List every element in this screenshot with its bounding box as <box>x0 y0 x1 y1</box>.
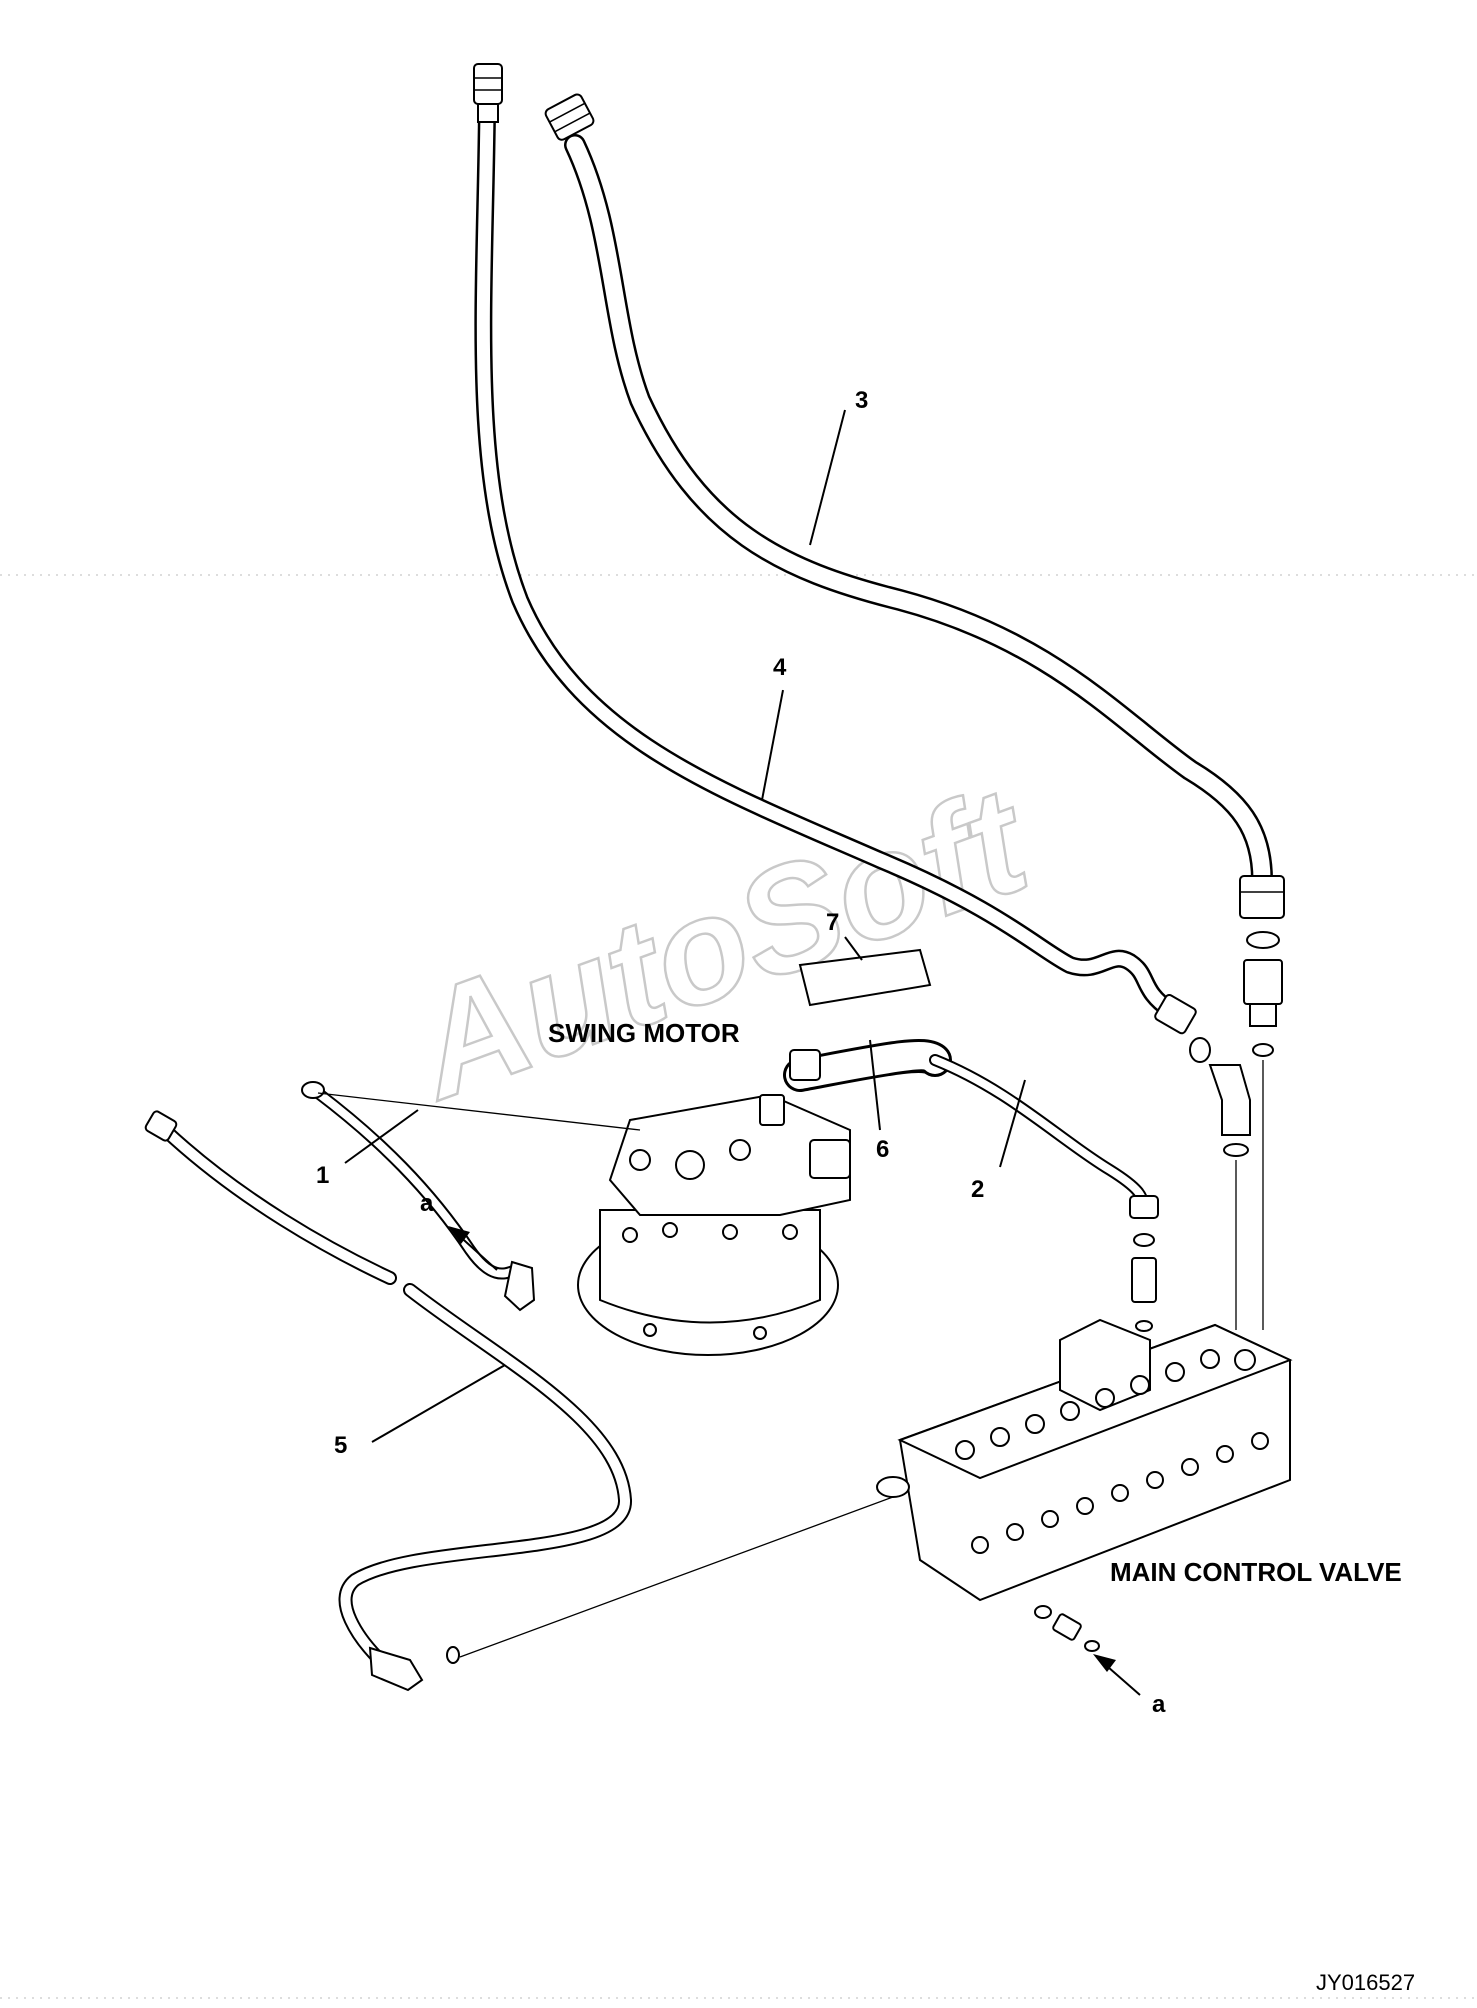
o-ring <box>1084 1640 1100 1652</box>
valve-cap <box>1059 1318 1151 1412</box>
hose-5-elbow <box>368 1646 424 1692</box>
leader-3 <box>809 409 846 546</box>
swing-motor-port <box>629 1149 651 1171</box>
hose-3-nut <box>544 93 595 141</box>
callout-7: 7 <box>826 909 839 936</box>
hose-1 <box>301 1081 536 1312</box>
label-swing-motor: SWING MOTOR <box>548 1018 740 1048</box>
callout-6: 6 <box>876 1136 889 1163</box>
valve-port-row-lower <box>971 1432 1269 1554</box>
swing-motor-fitting <box>759 1094 785 1126</box>
callout-5: 5 <box>334 1432 347 1459</box>
o-ring <box>1189 1037 1211 1063</box>
hose-4-ferrule <box>477 103 499 123</box>
watermark-text: AutoSoft <box>390 754 1052 1132</box>
o-ring <box>1223 1143 1249 1157</box>
callout-4: 4 <box>773 654 787 681</box>
callout-2: 2 <box>971 1176 984 1203</box>
leader-1 <box>344 1109 419 1164</box>
hose-3-end-nut <box>1239 875 1285 919</box>
label-main-control-valve: MAIN CONTROL VALVE <box>1110 1557 1402 1587</box>
drawing-code: JY016527 <box>1316 1970 1415 1995</box>
o-ring <box>1133 1233 1155 1247</box>
adapter-fitting-thread <box>1249 1003 1277 1027</box>
view-label-lower: a <box>1152 1691 1166 1718</box>
valve-port-row-upper <box>955 1349 1256 1460</box>
hose-5 <box>144 1110 633 1692</box>
swing-motor <box>317 1092 851 1356</box>
view-arrow-lower: a <box>1093 1654 1166 1718</box>
callout-1: 1 <box>316 1162 329 1189</box>
valve-top-fittings <box>1189 931 1283 1330</box>
leader-4 <box>761 689 784 801</box>
main-control-valve <box>459 1318 1293 1658</box>
leader-7 <box>844 936 863 961</box>
hose-5-nut <box>144 1110 178 1142</box>
hose-4 <box>473 63 1197 1035</box>
view-label-upper: a <box>420 1190 434 1217</box>
o-ring <box>1135 1320 1153 1332</box>
check-valve <box>1131 1257 1157 1303</box>
hose-2-nut <box>1129 1195 1159 1219</box>
hose-3 <box>544 93 1285 919</box>
adapter-fitting <box>1243 959 1283 1005</box>
leader-6 <box>869 1039 881 1131</box>
swing-motor-plug <box>809 1139 851 1179</box>
hose-4-nut <box>473 63 503 105</box>
block-7 <box>798 948 932 1007</box>
hose-6-fitting <box>789 1049 821 1081</box>
hose-4-end-nut <box>1154 993 1197 1035</box>
hose-6-assembly <box>783 948 1159 1332</box>
view-arrow-upper: a <box>420 1190 498 1271</box>
plug-fitting <box>1052 1613 1082 1641</box>
leader-2 <box>999 1079 1026 1168</box>
swing-motor-port <box>729 1139 751 1161</box>
o-ring <box>1252 1043 1274 1057</box>
swing-motor-housing <box>599 1209 821 1324</box>
swing-motor-port <box>675 1150 705 1180</box>
hose-1-elbow <box>503 1260 536 1312</box>
valve-port-side <box>876 1476 910 1498</box>
callout-3: 3 <box>855 387 868 414</box>
o-ring <box>1246 931 1280 949</box>
hose-1-nut <box>301 1081 325 1099</box>
o-ring <box>1034 1605 1052 1619</box>
elbow-fitting <box>1208 1064 1251 1136</box>
leader-5 <box>371 1364 506 1443</box>
o-ring <box>446 1646 460 1664</box>
